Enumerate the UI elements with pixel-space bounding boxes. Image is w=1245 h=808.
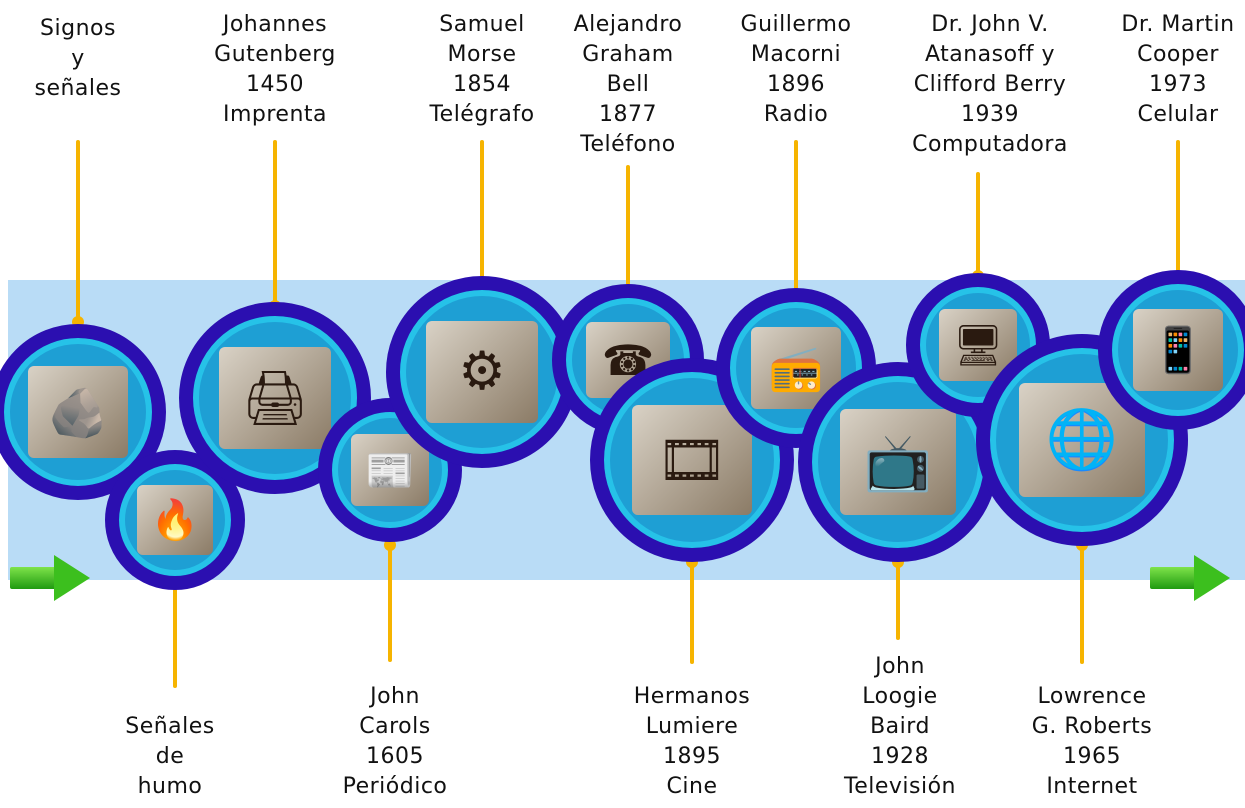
connector-macorni xyxy=(794,140,798,300)
label-humo: Señales de humo xyxy=(125,712,215,802)
label-line: 1939 xyxy=(961,102,1019,127)
label-line: 1895 xyxy=(662,744,721,769)
label-line: Graham xyxy=(582,42,674,67)
connector-roberts xyxy=(1080,545,1084,664)
label-line: 1605 xyxy=(366,744,424,769)
newspaper-icon: 📰 xyxy=(350,434,430,506)
label-line: Alejandro xyxy=(573,12,683,37)
printing-press-icon: 🖨 xyxy=(219,347,331,449)
label-line: 1450 xyxy=(246,72,304,97)
label-line: Guillermo xyxy=(740,12,852,37)
label-line: 1854 xyxy=(453,72,511,97)
label-line: 1965 xyxy=(1063,744,1121,769)
label-line: Dr. John V. xyxy=(931,12,1049,37)
label-line: Telégrafo xyxy=(429,102,535,127)
label-line: Lowrence xyxy=(1037,684,1147,709)
label-line: Lumiere xyxy=(645,714,739,739)
connector-atanasoff xyxy=(976,172,980,276)
television-icon: 📺 xyxy=(839,408,957,516)
connector-dot-carols xyxy=(384,539,396,551)
label-line: Gutenberg xyxy=(214,42,336,67)
label-line: 1928 xyxy=(871,744,929,769)
label-line: 1896 xyxy=(766,72,825,97)
label-line: Loogie xyxy=(862,684,938,709)
label-signos: Signos y señales xyxy=(34,14,121,104)
connector-baird xyxy=(896,562,900,640)
label-line: humo xyxy=(137,774,203,799)
label-line: 1877 xyxy=(598,102,657,127)
connector-cooper xyxy=(1176,140,1180,276)
label-line: John xyxy=(370,684,420,709)
label-line: Bell xyxy=(606,72,650,97)
invention-circle-carols: 📰 xyxy=(318,398,462,542)
connector-carols xyxy=(388,545,392,662)
smoke-signal-icon: 🔥 xyxy=(136,485,214,555)
label-line: Baird xyxy=(870,714,930,739)
label-line: Computadora xyxy=(912,132,1068,157)
label-line: Morse xyxy=(447,42,517,67)
telegraph-icon: ⚙ xyxy=(426,321,538,423)
label-atanasoff: Dr. John V. Atanasoff y Clifford Berry 1939… xyxy=(912,10,1068,160)
label-line: Macorni xyxy=(750,42,842,67)
label-line: G. Roberts xyxy=(1031,714,1153,739)
label-line: Carols xyxy=(359,714,431,739)
label-line: Cine xyxy=(666,774,718,799)
invention-circle-cooper: 📱 xyxy=(1098,270,1245,430)
label-line: Dr. Martin xyxy=(1121,12,1235,37)
label-line: Samuel xyxy=(439,12,525,37)
label-line: Clifford Berry xyxy=(913,72,1067,97)
label-line: Johannes xyxy=(222,12,328,37)
label-line: Celular xyxy=(1137,102,1219,127)
label-line: Signos xyxy=(40,16,116,41)
label-line: Internet xyxy=(1046,774,1138,799)
cave-people-icon: 🪨 xyxy=(27,366,129,458)
label-line: de xyxy=(155,744,185,769)
connector-gutenberg xyxy=(273,140,277,306)
label-line: Cooper xyxy=(1137,42,1219,67)
label-line: Hermanos xyxy=(633,684,751,709)
connector-morse xyxy=(480,140,484,290)
label-line: Radio xyxy=(763,102,829,127)
invention-circle-morse: ⚙ xyxy=(386,276,578,468)
label-line: Periódico xyxy=(342,774,448,799)
label-line: señales xyxy=(34,76,122,101)
label-line: y xyxy=(71,46,85,71)
connector-signos xyxy=(76,140,80,322)
label-line: Teléfono xyxy=(580,132,676,157)
label-line: Señales xyxy=(125,714,215,739)
invention-circle-roberts: 🌐 xyxy=(976,334,1188,546)
label-line: John xyxy=(875,654,925,679)
film-reel-icon: 🎞 xyxy=(632,405,752,515)
connector-humo xyxy=(173,580,177,688)
label-line: Televisión xyxy=(844,774,956,799)
label-line: Atanasoff y xyxy=(924,42,1056,67)
cellphone-icon: 📱 xyxy=(1133,309,1223,391)
label-line: Imprenta xyxy=(222,102,328,127)
connector-lumiere xyxy=(690,562,694,664)
label-line: 1973 xyxy=(1149,72,1207,97)
www-globe-icon: 🌐 xyxy=(1019,382,1145,498)
connector-bell xyxy=(626,165,630,292)
